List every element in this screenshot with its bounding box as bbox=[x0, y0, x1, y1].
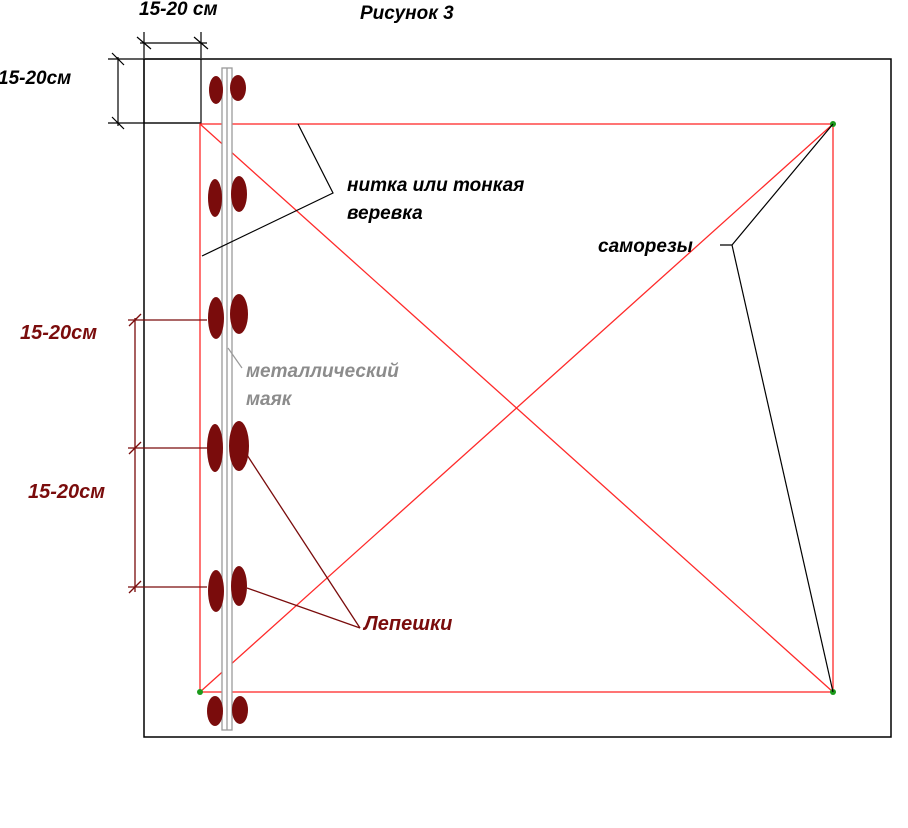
screws-leader bbox=[731, 244, 834, 693]
plaster-blob bbox=[208, 176, 247, 217]
top-dimension-label: 15-20 см bbox=[139, 0, 218, 20]
left-dimension-label: 15-20см bbox=[0, 68, 71, 89]
left-dimension-marker bbox=[108, 52, 200, 130]
top-dimension-marker bbox=[136, 32, 209, 58]
screws-leader bbox=[720, 123, 834, 246]
beacon-leader bbox=[227, 347, 243, 369]
plaster-blob bbox=[209, 75, 246, 104]
wall-outline bbox=[143, 58, 892, 738]
screws-label: саморезы bbox=[598, 236, 693, 257]
plaster-blob bbox=[208, 294, 248, 339]
plaster-blob bbox=[207, 421, 249, 472]
spacing-dimension-lines bbox=[128, 313, 207, 594]
string-label-line1: нитка или тонкая bbox=[347, 175, 524, 196]
blobs-leader bbox=[246, 454, 361, 629]
spacing-lower-label: 15-20см bbox=[28, 481, 105, 503]
beacon-label-line1: металлический bbox=[246, 361, 399, 382]
plaster-blob bbox=[207, 696, 248, 726]
beacon-label: металлический маяк bbox=[246, 361, 404, 410]
plaster-blob bbox=[208, 566, 247, 612]
corner-offset-square bbox=[143, 58, 202, 124]
beacon-label-line2: маяк bbox=[246, 389, 293, 410]
string-label: нитка или тонкая веревка bbox=[347, 175, 530, 224]
plaster-blobs bbox=[207, 75, 249, 726]
metal-beacon bbox=[221, 67, 233, 731]
blobs-label: Лепешки bbox=[362, 613, 452, 635]
string-leader bbox=[201, 123, 334, 257]
string-label-line2: веревка bbox=[347, 203, 423, 224]
spacing-upper-label: 15-20см bbox=[20, 322, 97, 344]
screw-dot bbox=[197, 689, 203, 695]
figure-title: Рисунок 3 bbox=[360, 3, 454, 24]
string-lines bbox=[199, 123, 834, 693]
